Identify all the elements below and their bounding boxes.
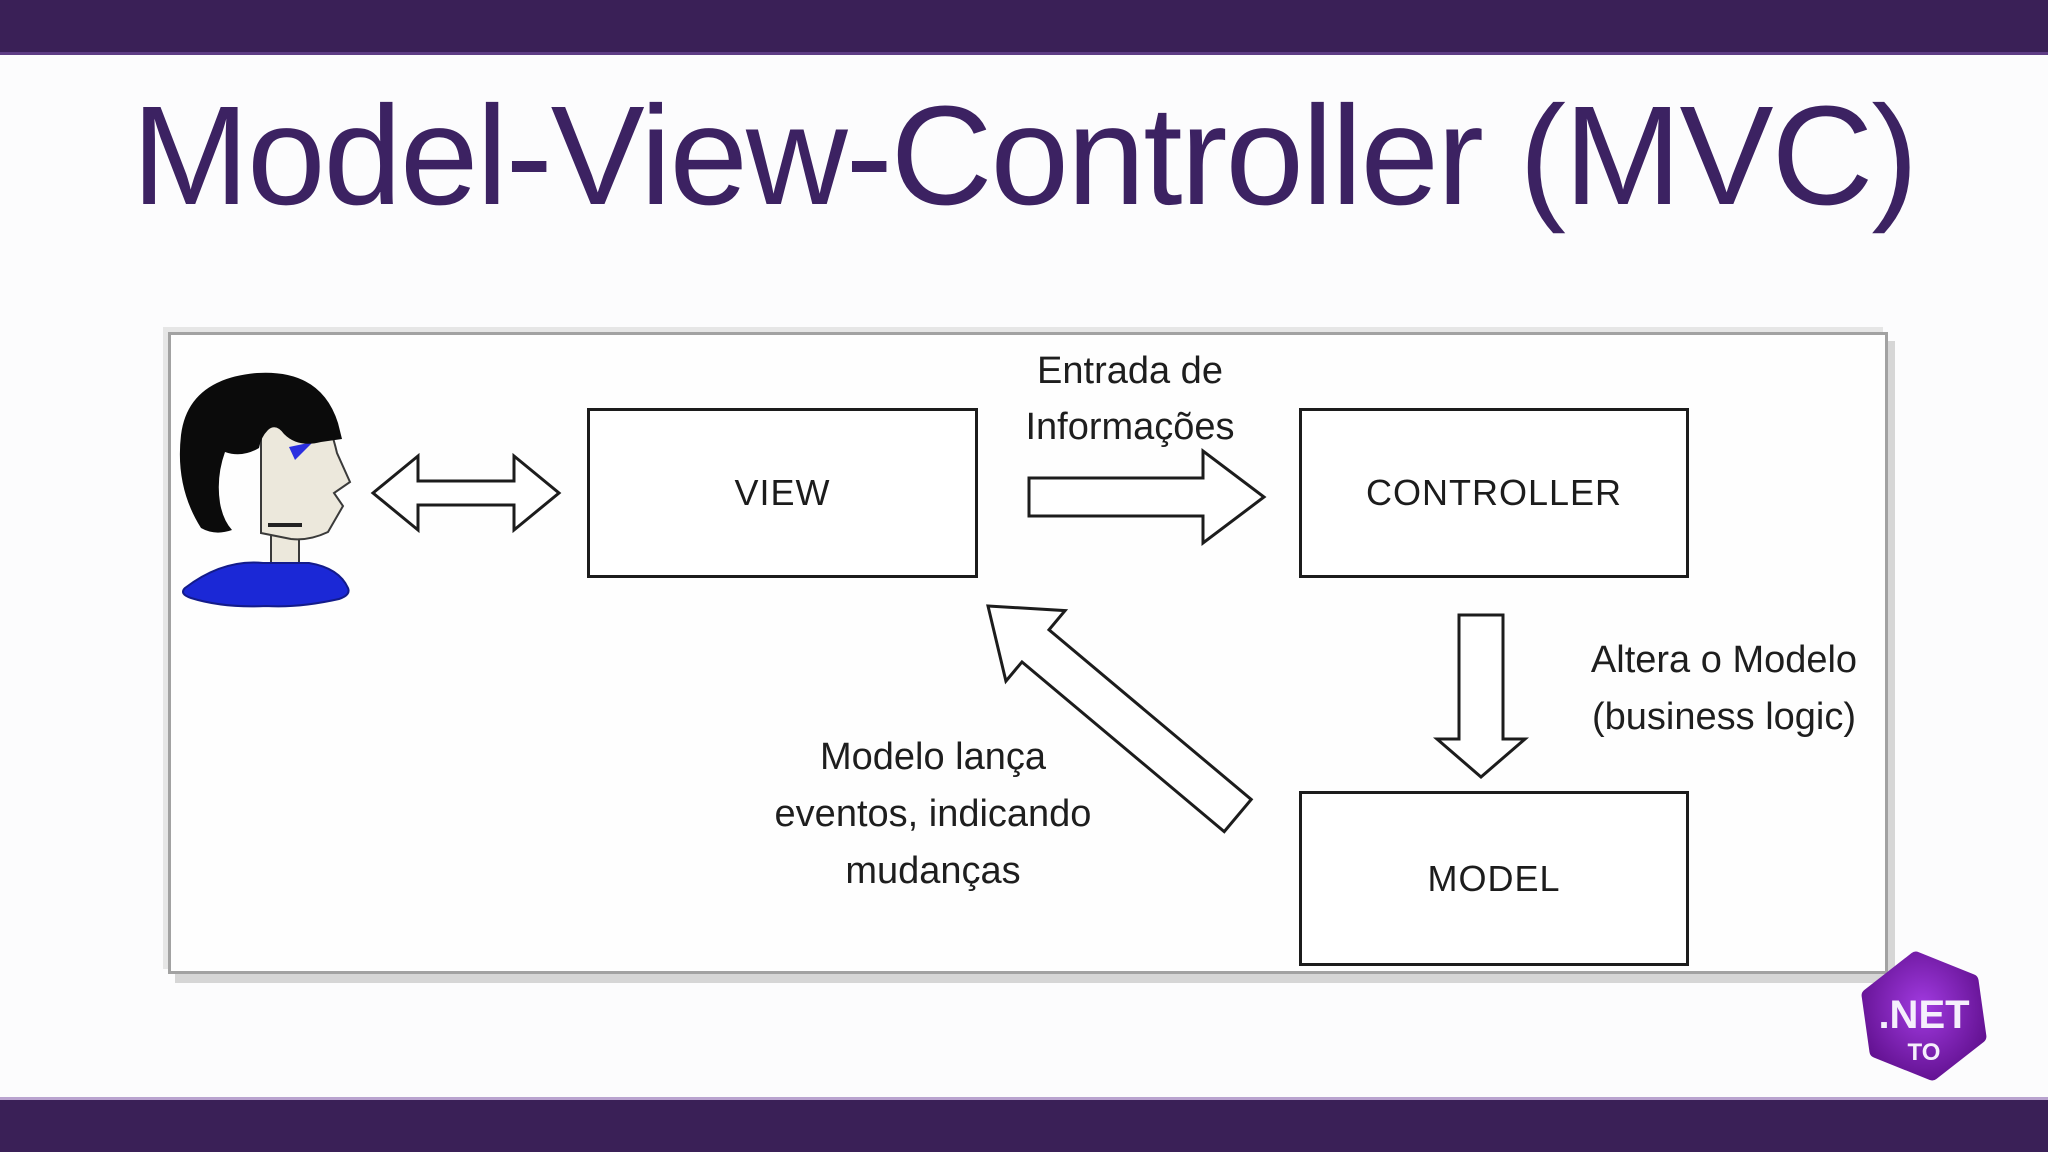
controller-box-label: CONTROLLER — [1365, 472, 1623, 513]
logo-hexagon — [1861, 951, 1987, 1081]
diagram-artwork — [179, 372, 1530, 834]
dotnet-logo: .NET TO — [1861, 951, 1987, 1081]
bidirectional-arrow-icon — [370, 452, 562, 534]
input-arrow-label-line1: Entrada de — [1037, 350, 1223, 392]
view-box-label: VIEW — [734, 472, 831, 513]
update-arrow-label: Altera o Modelo (business logic) — [1559, 632, 1889, 746]
events-arrow-label-line1: Modelo lança — [819, 736, 1047, 778]
update-arrow-icon — [1432, 613, 1530, 779]
controller-box: CONTROLLER — [1299, 408, 1689, 578]
events-arrow-label: Modelo lança eventos, indicando mudanças — [673, 729, 1193, 900]
events-arrow-label-line3: mudanças — [845, 850, 1021, 892]
input-arrow-label: Entrada de Informações — [930, 343, 1330, 455]
update-arrow-label-line2: (business logic) — [1592, 696, 1856, 738]
page-title: Model-View-Controller (MVC) — [131, 76, 1919, 234]
logo-secondary-text: TO — [1908, 1039, 1941, 1066]
bottom-accent-bar — [0, 1097, 2048, 1152]
model-box: MODEL — [1299, 791, 1689, 966]
view-box: VIEW — [587, 408, 978, 578]
model-box-label: MODEL — [1427, 857, 1561, 899]
logo-primary-text: .NET — [1878, 993, 1969, 1037]
events-arrow-icon — [986, 604, 1254, 834]
events-arrow-label-line2: eventos, indicando — [774, 793, 1092, 835]
update-arrow-label-line1: Altera o Modelo — [1590, 639, 1858, 681]
input-arrow-label-line2: Informações — [1025, 406, 1235, 448]
top-accent-bar — [0, 0, 2048, 55]
input-arrow-icon — [1027, 447, 1267, 547]
user-icon — [179, 372, 352, 608]
mvc-diagram-panel: VIEW CONTROLLER MODEL Entrada de Informa… — [168, 332, 1888, 974]
